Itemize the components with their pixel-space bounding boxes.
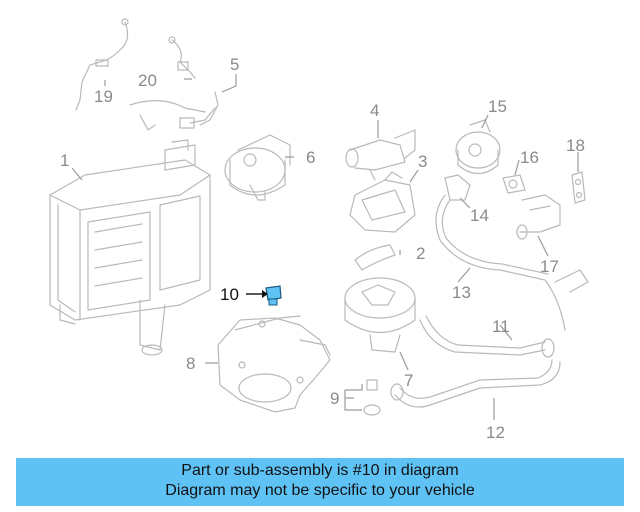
callout-19: 19 [94, 87, 113, 106]
callout-1: 1 [60, 151, 69, 170]
part-8-bracket [217, 315, 331, 413]
banner-line-2: Diagram may not be specific to your vehi… [165, 482, 475, 499]
part-15-valve [455, 119, 501, 175]
callout-6: 6 [306, 148, 315, 167]
part-13-tube [435, 194, 589, 331]
part-5-hose [129, 91, 219, 131]
callout-10: 10 [220, 285, 239, 304]
part-11-hose [419, 315, 555, 358]
callout-9: 9 [330, 389, 339, 408]
callout-7: 7 [404, 371, 413, 390]
callout-8: 8 [186, 354, 195, 373]
callout-labels: 1 2 3 4 5 6 7 8 9 10 11 12 13 14 15 16 1… [60, 55, 585, 442]
part-20-sensor [168, 36, 196, 79]
part-17-pipe [516, 194, 561, 240]
part-12-pipe [390, 359, 561, 408]
callout-13: 13 [452, 283, 471, 302]
callout-20: 20 [138, 71, 157, 90]
part-9-fittings [363, 379, 381, 416]
callout-18: 18 [566, 136, 585, 155]
part-6-valve [224, 134, 291, 201]
callout-16: 16 [520, 148, 539, 167]
part-19-sensor [75, 18, 129, 111]
callout-11: 11 [492, 317, 510, 336]
callout-5: 5 [230, 55, 239, 74]
leader-lines [71, 74, 579, 420]
info-banner: Part or sub-assembly is #10 in diagram D… [16, 458, 624, 506]
part-3-valve [349, 171, 416, 233]
callout-15: 15 [488, 97, 507, 116]
part-18-gasket [571, 171, 586, 204]
part-1-canister [49, 139, 211, 356]
part-14-gasket [444, 174, 471, 201]
callout-4: 4 [370, 101, 379, 120]
part-4-pipe [345, 129, 416, 181]
callout-2: 2 [416, 244, 425, 263]
callout-12: 12 [486, 423, 505, 442]
part-10-fitting [265, 285, 282, 306]
callout-3: 3 [418, 152, 427, 171]
banner-line-1: Part or sub-assembly is #10 in diagram [181, 462, 459, 479]
callout-14: 14 [470, 206, 489, 225]
part-7-pump [344, 277, 416, 353]
part-2-hose [354, 244, 396, 271]
callout-17: 17 [540, 257, 559, 276]
part-16-gasket [502, 174, 526, 194]
